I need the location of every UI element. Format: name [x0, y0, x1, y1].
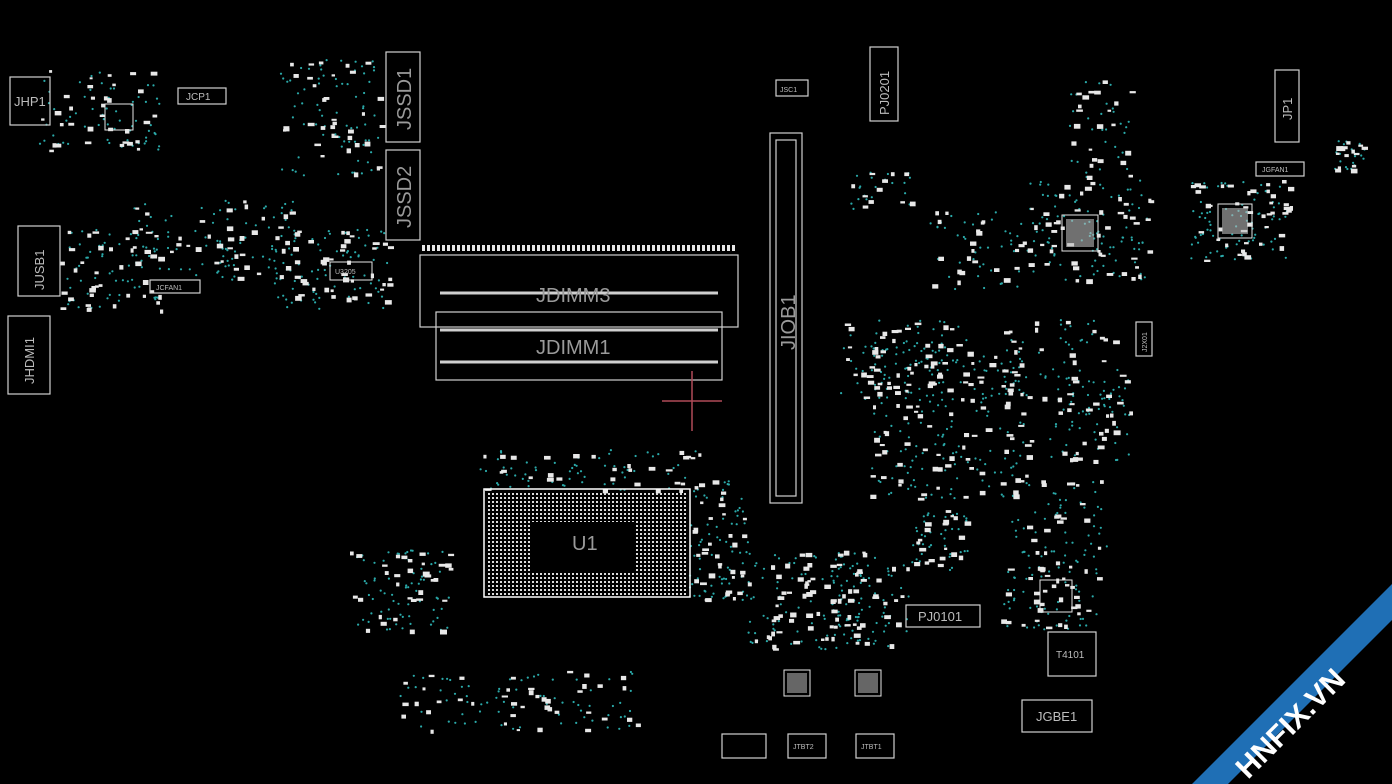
chip-left-audio[interactable]	[104, 103, 134, 131]
connector-pj0201[interactable]: PJ0201	[869, 46, 899, 122]
chip-right-bga[interactable]	[1217, 203, 1253, 239]
jcfan1-label: JCFAN1	[156, 285, 182, 292]
jp1-label: JP1	[1280, 98, 1295, 120]
via-field	[38, 59, 1366, 730]
jsc1-label: JSC1	[780, 87, 797, 94]
jssd1-label: JSSD1	[394, 68, 416, 130]
connector-unlabeled[interactable]	[721, 733, 767, 759]
crosshair-cursor	[662, 371, 722, 431]
slot-jdimm1[interactable]: JDIMM1	[435, 311, 723, 381]
connector-jssd2[interactable]: JSSD2	[385, 149, 421, 241]
u1-label: U1	[572, 533, 598, 555]
chip-lower-1[interactable]	[783, 669, 811, 697]
connector-jusb1[interactable]: JUSB1	[17, 225, 61, 297]
connector-j2x01[interactable]: J2X01	[1135, 321, 1153, 357]
chip-lan[interactable]	[1039, 579, 1073, 613]
jdimm3-label: JDIMM3	[536, 285, 610, 307]
connector-jtbt1[interactable]: JTBT1	[855, 733, 895, 759]
jgbe1-label: JGBE1	[1036, 709, 1077, 724]
watermark-band	[1192, 584, 1392, 784]
connector-jp1[interactable]: JP1	[1274, 69, 1300, 143]
connector-jcfan1[interactable]: JCFAN1	[149, 279, 201, 294]
slot-jdimm3[interactable]: JDIMM3	[419, 254, 739, 328]
jtbt1-label: JTBT1	[861, 744, 882, 751]
connector-jiob1[interactable]: JIOB1	[769, 132, 803, 504]
jssd2-label: JSSD2	[394, 166, 416, 228]
jcp1-label: JCP1	[186, 92, 211, 103]
chip-u3205[interactable]: U3205	[329, 261, 373, 281]
connector-jhp1[interactable]: JHP1	[9, 76, 51, 126]
jhdmi1-label: JHDMI1	[22, 337, 37, 384]
pj0101-label: PJ0101	[918, 609, 962, 624]
jhp1-label: JHP1	[14, 94, 46, 109]
connector-jsc1[interactable]: JSC1	[775, 79, 809, 97]
connector-jgfan1[interactable]: JGFAN1	[1255, 161, 1305, 177]
t4101-label: T4101	[1056, 650, 1085, 661]
pj0201-label: PJ0201	[877, 71, 892, 115]
watermark: HNFIX.VN	[1192, 584, 1392, 784]
j2x01-label: J2X01	[1142, 332, 1149, 352]
u3205-label: U3205	[335, 269, 356, 276]
chip-ec[interactable]	[1061, 214, 1099, 252]
jgfan1-label: JGFAN1	[1262, 167, 1289, 174]
transformer-t4101[interactable]: T4101	[1047, 631, 1097, 677]
connector-pj0101[interactable]: PJ0101	[905, 604, 981, 628]
cpu-u1[interactable]: U1	[483, 488, 691, 598]
chip-lower-2[interactable]	[854, 669, 882, 697]
jdimm1-label: JDIMM1	[536, 337, 610, 359]
pad-field	[41, 61, 1368, 734]
connector-jhdmi1[interactable]: JHDMI1	[7, 315, 51, 395]
connector-jgbe1[interactable]: JGBE1	[1021, 699, 1093, 733]
jusb1-label: JUSB1	[32, 250, 47, 290]
jtbt2-label: JTBT2	[793, 744, 814, 751]
connector-jcp1[interactable]: JCP1	[177, 87, 227, 105]
connector-jtbt2[interactable]: JTBT2	[787, 733, 827, 759]
jiob1-label: JIOB1	[778, 294, 800, 350]
connector-jssd1[interactable]: JSSD1	[385, 51, 421, 143]
